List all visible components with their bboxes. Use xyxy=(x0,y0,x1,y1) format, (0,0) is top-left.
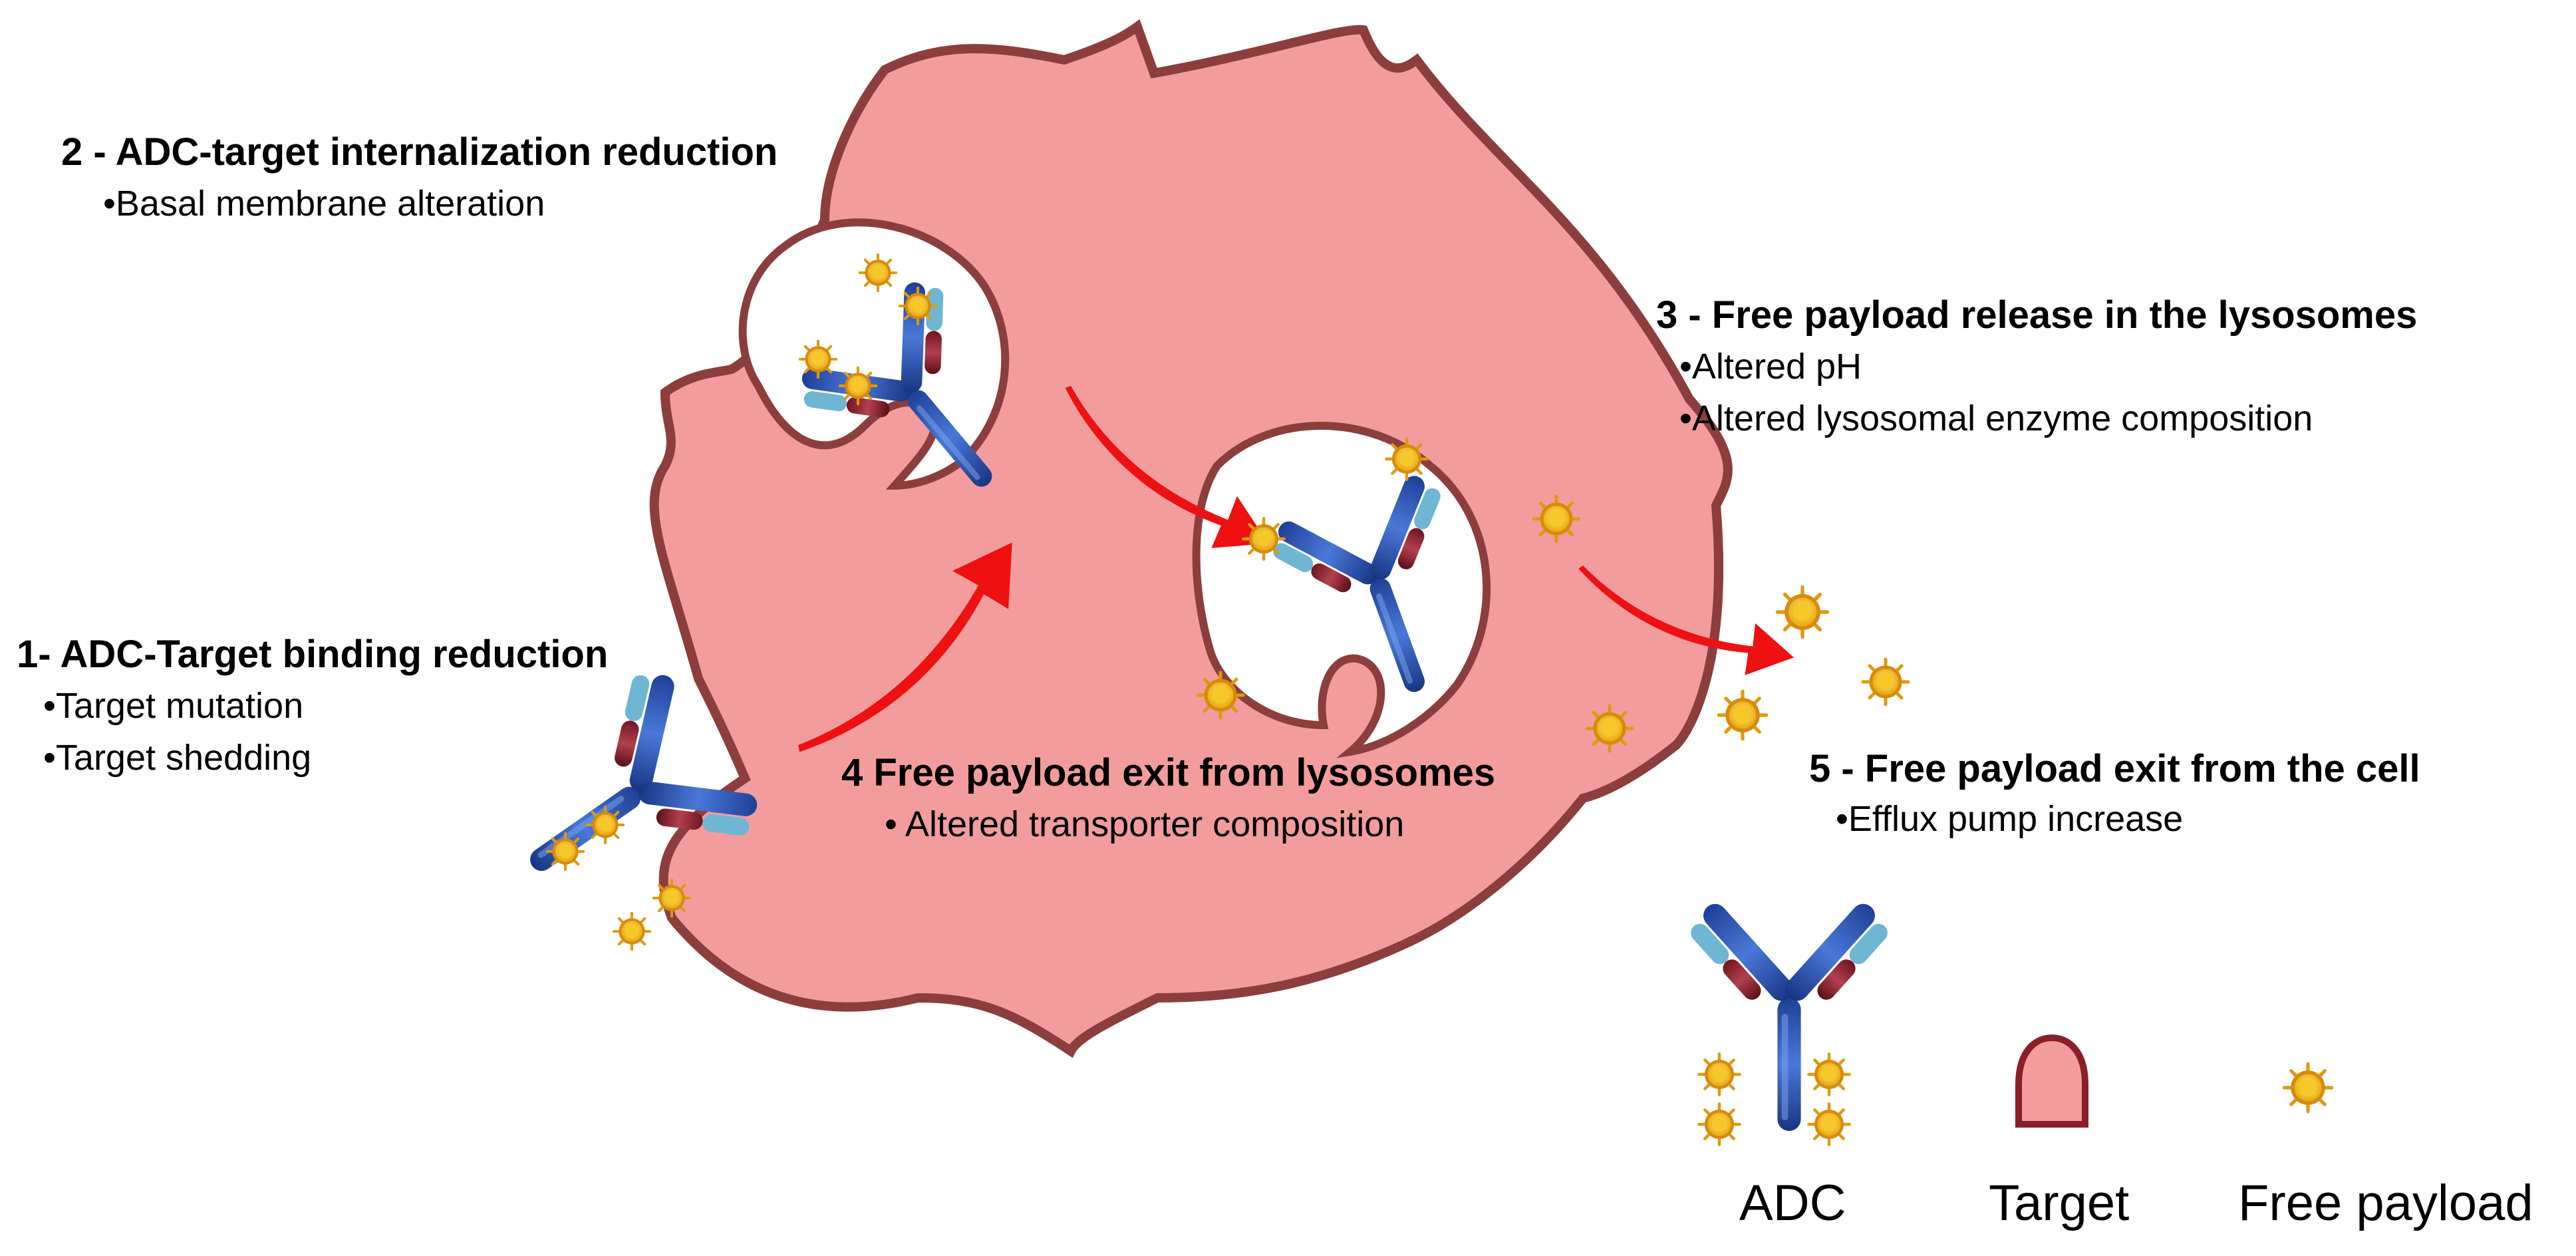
step3-title: 3 - Free payload release in the lysosome… xyxy=(1656,293,2418,337)
legend-adc-label: ADC xyxy=(1739,1175,1846,1231)
cell-body xyxy=(649,19,1733,1058)
step5-bullet-1: •Efflux pump increase xyxy=(1836,799,2184,839)
step1-bullet-1: •Target mutation xyxy=(43,686,304,726)
step4-bullet-1: • Altered transporter composition xyxy=(885,804,1405,844)
step4-title: 4 Free payload exit from lysosomes xyxy=(841,751,1496,794)
step1-bullet-2: •Target shedding xyxy=(43,738,312,778)
step5-title: 5 - Free payload exit from the cell xyxy=(1809,747,2420,790)
step1-title: 1- ADC-Target binding reduction xyxy=(17,633,609,676)
legend-target-label: Target xyxy=(1989,1175,2130,1231)
step3-bullet-1: •Altered pH xyxy=(1679,347,1862,387)
legend-target xyxy=(2015,1034,2088,1128)
step2-bullet-1: •Basal membrane alteration xyxy=(103,184,545,224)
legend-payload-label: Free payload xyxy=(2238,1175,2533,1231)
step2-title: 2 - ADC-target internalization reduction xyxy=(61,130,778,174)
step3-bullet-2: •Altered lysosomal enzyme composition xyxy=(1679,398,2313,438)
